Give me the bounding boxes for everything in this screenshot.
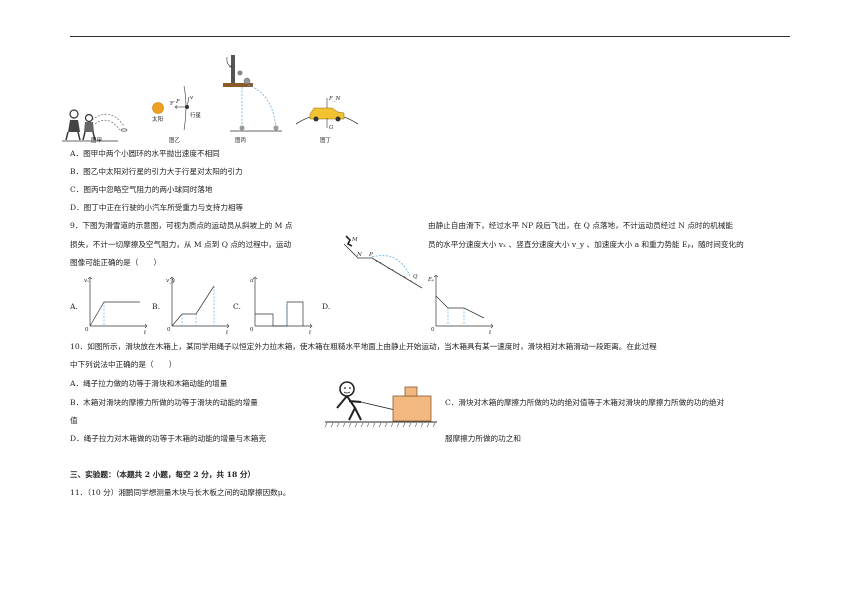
graph-b: v_y t 0	[166, 276, 230, 336]
sun-icon	[152, 102, 164, 114]
graph-d-t-label: t	[489, 330, 492, 336]
figure-yi: F′ F v 太阳 行星	[152, 85, 202, 131]
q9-line3: 图像可能正确的是（ ）	[70, 258, 162, 267]
q10-line2: 中下列说法中正确的是（ ）	[70, 360, 177, 369]
q9-option-c: C.	[233, 302, 241, 311]
graph-b-y-label: v_y	[166, 278, 176, 284]
graph-c: a t 0	[250, 276, 313, 336]
label-p: P	[368, 252, 373, 258]
graph-a-t-label: t	[144, 330, 147, 336]
section3-heading: 三、实验题：（本题共 2 小题，每空 2 分，共 18 分）	[70, 470, 256, 479]
label-fn: F_N	[328, 96, 341, 102]
figure-jia	[62, 109, 128, 142]
graph-b-t-label: t	[226, 330, 229, 336]
q11-text: 11．（10 分）湘鹏同学想测量木块与长木板之间的动摩擦因数μ。	[70, 488, 291, 497]
figure-bing	[223, 55, 282, 132]
caption-ding: 图丁	[320, 138, 332, 144]
q10-option-c: C．滑块对木箱的摩擦力所做的功的绝对值等于木箱对滑块的摩擦力所做的功的绝对	[445, 398, 725, 407]
q8-option-c: C．图丙中忽略空气阻力的两小球同时落地	[70, 185, 213, 194]
label-q: Q	[413, 274, 418, 280]
q8-option-d: D．图丁中正在行驶的小汽车所受重力与支持力相等	[70, 203, 244, 212]
caption-jia: 图甲	[91, 138, 103, 144]
label-f-prime: F′	[170, 101, 176, 107]
q10-option-b: B．木箱对滑块的摩擦力所做的功等于滑块的动能的增量	[70, 398, 258, 407]
caption-yi: 图乙	[169, 138, 181, 144]
q9-line2-right: 员的水平分速度大小 vₓ 、竖直分速度大小 v_y 、加速度大小 a 和重力势能…	[428, 240, 744, 249]
q8-option-a: A．图甲中两个小圆环的水平抛出速度不相同	[70, 149, 220, 158]
label-planet: 行星	[190, 111, 202, 119]
graph-a-origin: 0	[85, 327, 89, 333]
label-f: F	[175, 99, 180, 105]
graph-c-origin: 0	[250, 327, 254, 333]
label-m: M	[351, 237, 358, 243]
q10-line1: 10．如图所示，滑块放在木箱上，某同学用绳子以恒定外力拉木箱，使木箱在粗糙水平地…	[70, 342, 657, 351]
graph-d-y-label: Eₚ	[427, 277, 435, 283]
q10-option-b-cont: 值	[70, 416, 78, 425]
q9-line1-left: 9．下图为滑雪道的示意图，可视为质点的运动员从斜坡上的 M 点	[70, 221, 293, 230]
caption-bing: 图丙	[235, 138, 247, 144]
graph-c-y-label: a	[250, 278, 253, 284]
q9-option-b: B.	[152, 302, 160, 311]
graph-a-y-label: vₓ	[84, 278, 89, 284]
q10-option-d-left: D．绳子拉力对木箱做的功等于木箱的动能的增量与木箱克	[70, 434, 266, 443]
label-v: v	[190, 95, 194, 101]
q9-option-d: D.	[322, 302, 331, 311]
q10-option-d-right: 服摩擦力所做的功之和	[445, 434, 521, 443]
q9-line2-left: 损失，不计一切摩擦及空气阻力，从 M 点到 Q 点的过程中，运动	[70, 240, 292, 249]
label-sun: 太阳	[152, 115, 163, 123]
header-rule	[70, 36, 790, 37]
graph-a: vₓ t 0	[84, 276, 148, 336]
label-n: N	[356, 252, 362, 258]
graph-b-origin: 0	[167, 327, 171, 333]
q10-option-a: A．绳子拉力做的功等于滑块和木箱动能的增量	[70, 379, 228, 388]
wooden-box	[392, 395, 432, 422]
label-g: G	[329, 125, 334, 131]
ski-slope-figure: M N P Q	[343, 235, 423, 289]
q8-option-b: B．图乙中太阳对行星的引力大于行星对太阳的引力	[70, 167, 243, 176]
figure-ding: F_N G	[295, 96, 359, 131]
q9-line1-right: 由静止自由滑下，经过水平 NP 段后飞出，在 Q 点落地，不计运动员经过 N 点…	[428, 221, 733, 230]
block-on-box	[404, 386, 418, 397]
graph-d: Eₚ t 0	[427, 274, 494, 336]
skier-icon	[345, 235, 353, 247]
graph-d-origin: 0	[431, 327, 435, 333]
q9-option-a: A.	[70, 302, 78, 311]
graph-c-t-label: t	[309, 330, 312, 336]
pulling-box-figure	[324, 381, 437, 428]
